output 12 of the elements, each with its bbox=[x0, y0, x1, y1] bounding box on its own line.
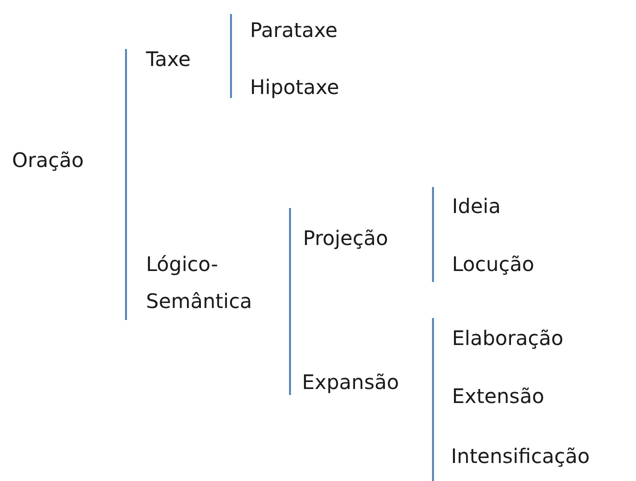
tree-label: Parataxe bbox=[250, 18, 338, 42]
tree-label: Lógico-Semântica bbox=[146, 251, 254, 315]
tree-label: Locução bbox=[452, 252, 534, 276]
tree-label: Ideia bbox=[452, 194, 501, 218]
tree-label: Hipotaxe bbox=[250, 75, 340, 99]
tree-label: Projeção bbox=[303, 226, 388, 250]
tree-label: Intensificação bbox=[451, 444, 590, 468]
tree-label: Taxe bbox=[146, 47, 191, 71]
tree-label: Expansão bbox=[302, 370, 400, 394]
tree-label: Oração bbox=[12, 148, 84, 172]
tree-label: Extensão bbox=[452, 384, 544, 408]
tree-label: Elaboração bbox=[452, 326, 564, 350]
